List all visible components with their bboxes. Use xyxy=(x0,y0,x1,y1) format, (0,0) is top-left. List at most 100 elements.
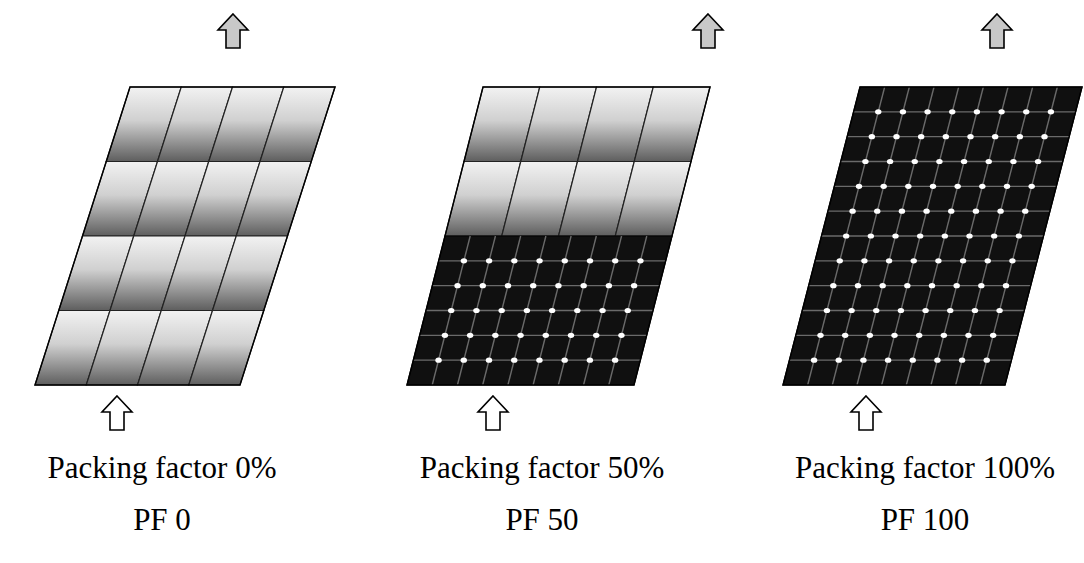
cell-corner xyxy=(587,358,593,363)
cell-corner xyxy=(869,134,875,139)
cell-corner xyxy=(904,283,910,288)
cell-gap xyxy=(828,210,1050,211)
cell-corner xyxy=(942,233,948,238)
flow-arrows xyxy=(102,14,1012,430)
cell-corner xyxy=(912,159,918,164)
cell-corner xyxy=(543,333,549,338)
cell-corner xyxy=(918,134,924,139)
cell-corner xyxy=(843,233,849,238)
cell-corner xyxy=(1003,283,1009,288)
cell-gap xyxy=(413,359,640,360)
cell-corner xyxy=(530,283,536,288)
cell-corner xyxy=(996,308,1002,313)
cell-gap xyxy=(802,310,1024,311)
cell-corner xyxy=(606,283,612,288)
cell-corner xyxy=(891,333,897,338)
cell-corner xyxy=(454,283,460,288)
cell-gap xyxy=(426,310,653,311)
cell-corner xyxy=(568,333,574,338)
cell-corner xyxy=(461,358,467,363)
cell-gap xyxy=(906,87,983,385)
cell-corner xyxy=(943,134,949,139)
cell-corner xyxy=(524,308,530,313)
cell-gap xyxy=(882,87,959,385)
panel-outline xyxy=(35,87,335,385)
cell-corner xyxy=(954,184,960,189)
cell-corner xyxy=(574,308,580,313)
cell-corner xyxy=(935,258,941,263)
cell-corner xyxy=(992,134,998,139)
cell-corner xyxy=(930,184,936,189)
cell-corner xyxy=(861,258,867,263)
cell-corner xyxy=(511,258,517,263)
cell-corner xyxy=(511,358,517,363)
cell-corner xyxy=(856,184,862,189)
panel-outline xyxy=(783,87,1082,385)
pv-area xyxy=(407,236,672,385)
pv-area xyxy=(783,87,1082,385)
cell-corner xyxy=(929,283,935,288)
cell-corner xyxy=(486,258,492,263)
cell-corner xyxy=(947,308,953,313)
pf-code: PF 100 xyxy=(881,501,970,538)
cell-corner xyxy=(922,308,928,313)
cell-corner xyxy=(997,209,1003,214)
cell-corner xyxy=(637,258,643,263)
cell-corner xyxy=(949,109,955,114)
cell-corner xyxy=(817,333,823,338)
cell-corner xyxy=(1017,134,1023,139)
cell-corner xyxy=(593,333,599,338)
cell-corner xyxy=(1028,184,1034,189)
cell-corner xyxy=(874,209,880,214)
cell-corner xyxy=(974,109,980,114)
panel-caption: Packing factor 50% xyxy=(420,449,664,486)
cell-corner xyxy=(580,283,586,288)
pf-code: PF 50 xyxy=(505,501,578,538)
cell-corner xyxy=(612,358,618,363)
cell-gap xyxy=(789,359,1011,360)
cell-gap xyxy=(439,260,666,261)
cell-corner xyxy=(1041,134,1047,139)
outlet-arrow xyxy=(982,14,1012,48)
cell-corner xyxy=(867,333,873,338)
cell-corner xyxy=(941,333,947,338)
cell-gap xyxy=(847,136,1069,137)
cell-corner xyxy=(555,283,561,288)
panel-caption: Packing factor 0% xyxy=(48,449,277,486)
cell-corner xyxy=(978,283,984,288)
cell-gap xyxy=(432,285,659,286)
cell-gap xyxy=(815,260,1037,261)
cell-gap xyxy=(420,335,647,336)
cell-corner xyxy=(448,308,454,313)
cell-corner xyxy=(631,283,637,288)
cell-corner xyxy=(1016,233,1022,238)
cell-corner xyxy=(916,333,922,338)
cell-gap xyxy=(857,87,934,385)
cell-corner xyxy=(973,209,979,214)
cell-corner xyxy=(625,308,631,313)
cell-corner xyxy=(948,209,954,214)
cell-corner xyxy=(549,308,555,313)
cell-corner xyxy=(979,184,985,189)
cell-corner xyxy=(998,109,1004,114)
collector-panel xyxy=(783,87,1082,385)
cell-corner xyxy=(1010,159,1016,164)
cell-corner xyxy=(442,333,448,338)
pv-module xyxy=(783,87,1082,385)
cell-corner xyxy=(967,134,973,139)
cell-corner xyxy=(917,233,923,238)
pv-module xyxy=(407,236,672,385)
cell-corner xyxy=(910,358,916,363)
cell-corner xyxy=(965,333,971,338)
cell-gap xyxy=(809,285,1031,286)
cell-corner xyxy=(899,209,905,214)
cell-corner xyxy=(837,258,843,263)
cell-corner xyxy=(536,358,542,363)
cell-corner xyxy=(893,134,899,139)
cell-corner xyxy=(1022,209,1028,214)
inlet-arrow xyxy=(851,396,881,430)
cell-corner xyxy=(990,333,996,338)
cell-corner xyxy=(953,283,959,288)
outlet-arrow xyxy=(693,14,723,48)
cell-corner xyxy=(517,333,523,338)
